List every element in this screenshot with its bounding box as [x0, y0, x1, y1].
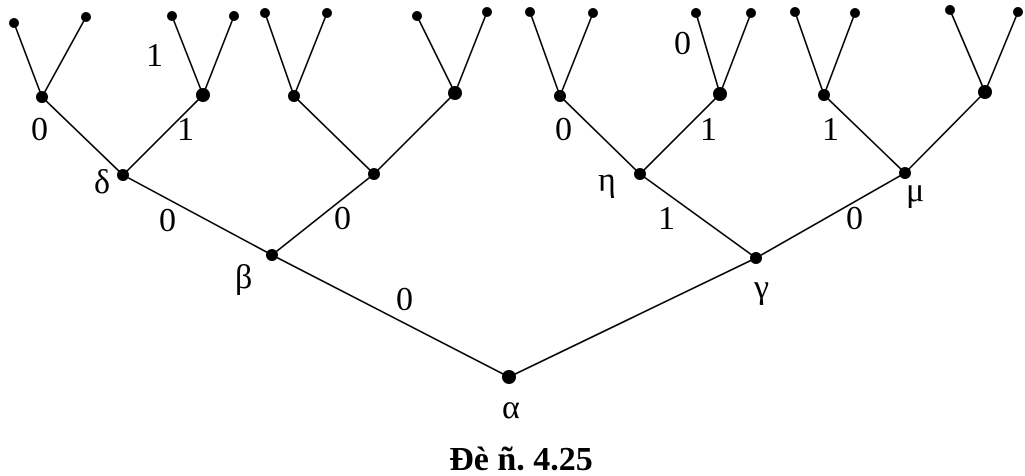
- edge-alpha-gamma: [508, 257, 757, 378]
- leaf-node: [588, 8, 598, 18]
- edge-label-alpha-beta: 0: [396, 281, 413, 318]
- edge-leaf: [202, 15, 235, 96]
- node-label-alpha: α: [502, 389, 520, 426]
- edge-label-delta-left: 0: [31, 111, 48, 148]
- node-delta: [117, 169, 129, 181]
- node-eta: [634, 168, 646, 180]
- node-label-eta: η: [598, 162, 616, 199]
- figure-caption: Đè ñ. 4.25: [449, 441, 593, 476]
- edge-leaf: [454, 11, 488, 94]
- edge-leaf: [529, 11, 561, 97]
- node: [713, 87, 727, 101]
- leaf-node: [167, 11, 177, 21]
- edge-leaf: [949, 9, 986, 93]
- edge-beta-right: [271, 173, 375, 256]
- edge-mu-left: [823, 94, 906, 174]
- edge-gamma-mu: [755, 172, 906, 259]
- edge-alpha-beta: [271, 254, 510, 378]
- edge-leaf: [823, 12, 856, 96]
- edge-beta-delta: [122, 174, 273, 256]
- edge-leaf: [171, 15, 204, 96]
- node: [978, 85, 992, 99]
- node: [448, 86, 462, 100]
- edge-label-beta-right: 0: [334, 200, 351, 237]
- edge-leaf: [41, 16, 87, 98]
- edge-leaf: [794, 11, 825, 96]
- leaf-node: [9, 18, 19, 28]
- edge-mu-right: [904, 91, 986, 174]
- leaf-node: [322, 8, 332, 18]
- node-label-gamma: γ: [753, 269, 769, 306]
- leaf-node: [945, 5, 955, 15]
- edge-leaf: [416, 15, 456, 94]
- edge-leaf: [984, 11, 1019, 93]
- edge-label-eta-left: 0: [555, 111, 572, 148]
- node-label-delta: δ: [94, 164, 110, 201]
- edge-label-eta-right: 1: [700, 111, 717, 148]
- edge-leaf: [13, 22, 43, 98]
- leaf-node: [525, 7, 535, 17]
- leaf-node: [482, 7, 492, 17]
- edge-label-delta-right-child: 1: [146, 37, 163, 74]
- edge-label-gamma-mu: 0: [846, 200, 863, 237]
- edge-n4-right: [373, 92, 456, 175]
- leaf-node: [691, 8, 701, 18]
- edge-label-beta-delta: 0: [159, 202, 176, 239]
- node: [554, 90, 566, 102]
- leaf-node: [260, 8, 270, 18]
- edge-leaf: [264, 12, 295, 97]
- edge-eta-left: [559, 95, 641, 175]
- node: [288, 90, 300, 102]
- edge-label-eta-right-child: 0: [674, 25, 691, 62]
- edge-n4-left: [293, 95, 375, 175]
- edge-leaf: [293, 12, 328, 97]
- node: [368, 168, 380, 180]
- edge-leaf: [719, 12, 752, 95]
- leaf-node: [850, 8, 860, 18]
- edge-label-delta-right: 1: [177, 111, 194, 148]
- node: [196, 88, 210, 102]
- edge-leaf: [695, 12, 721, 95]
- edge-eta-right: [639, 93, 721, 175]
- leaf-node: [1013, 7, 1023, 17]
- edge-label-gamma-eta: 1: [658, 200, 675, 237]
- edge-delta-left: [41, 96, 124, 176]
- edge-gamma-eta: [639, 173, 757, 259]
- node: [36, 91, 48, 103]
- leaf-node: [412, 11, 422, 21]
- edge-delta-right: [122, 94, 204, 176]
- node-gamma: [750, 252, 762, 264]
- node: [818, 89, 830, 101]
- node-beta: [266, 249, 278, 261]
- node-alpha: [502, 370, 516, 384]
- leaf-node: [746, 8, 756, 18]
- node-label-beta: β: [235, 259, 252, 296]
- leaf-node: [81, 12, 91, 22]
- edge-leaf: [559, 12, 594, 97]
- node-label-mu: μ: [906, 172, 924, 209]
- node-mu: [899, 167, 911, 179]
- leaf-node: [790, 7, 800, 17]
- leaf-node: [229, 11, 239, 21]
- edge-label-mu-left: 1: [822, 111, 839, 148]
